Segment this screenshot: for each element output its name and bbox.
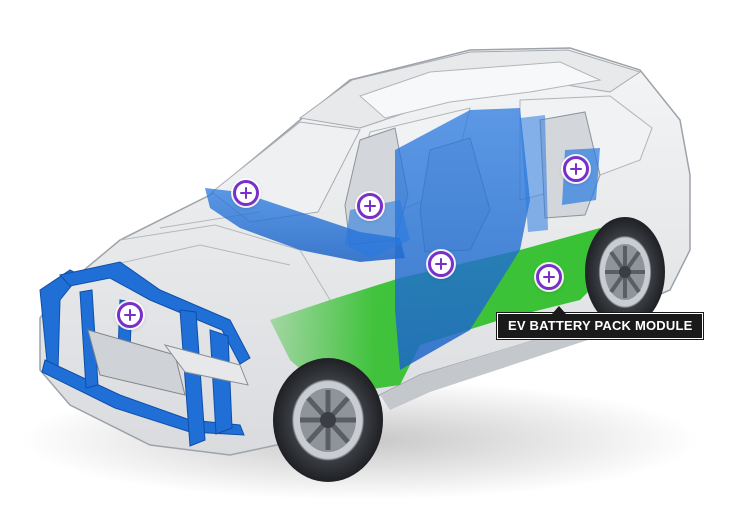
hotspot-b-pillar[interactable]: [428, 251, 454, 277]
rocker-panel: [380, 320, 612, 410]
hotspot-front-end-module[interactable]: [117, 302, 143, 328]
sunroof: [359, 61, 602, 119]
headlight: [163, 344, 249, 386]
battery-pack-tooltip: EV BATTERY PACK MODULE: [497, 306, 704, 339]
plus-icon: [570, 163, 582, 175]
b-pillar-panel: [395, 108, 530, 370]
plus-icon: [124, 309, 136, 321]
hotspot-rear-seat[interactable]: [563, 156, 589, 182]
hotspot-front-seat[interactable]: [357, 193, 383, 219]
hotspot-battery-pack[interactable]: [536, 264, 562, 290]
c-pillar-bar: [520, 115, 548, 232]
plus-icon: [240, 187, 252, 199]
plus-icon: [543, 271, 555, 283]
plus-icon: [435, 258, 447, 270]
front-wheel: [273, 358, 383, 482]
rear-wheel: [585, 217, 665, 327]
hotspot-cowl-crossmember[interactable]: [233, 180, 259, 206]
grille: [87, 329, 186, 396]
plus-icon: [364, 200, 376, 212]
